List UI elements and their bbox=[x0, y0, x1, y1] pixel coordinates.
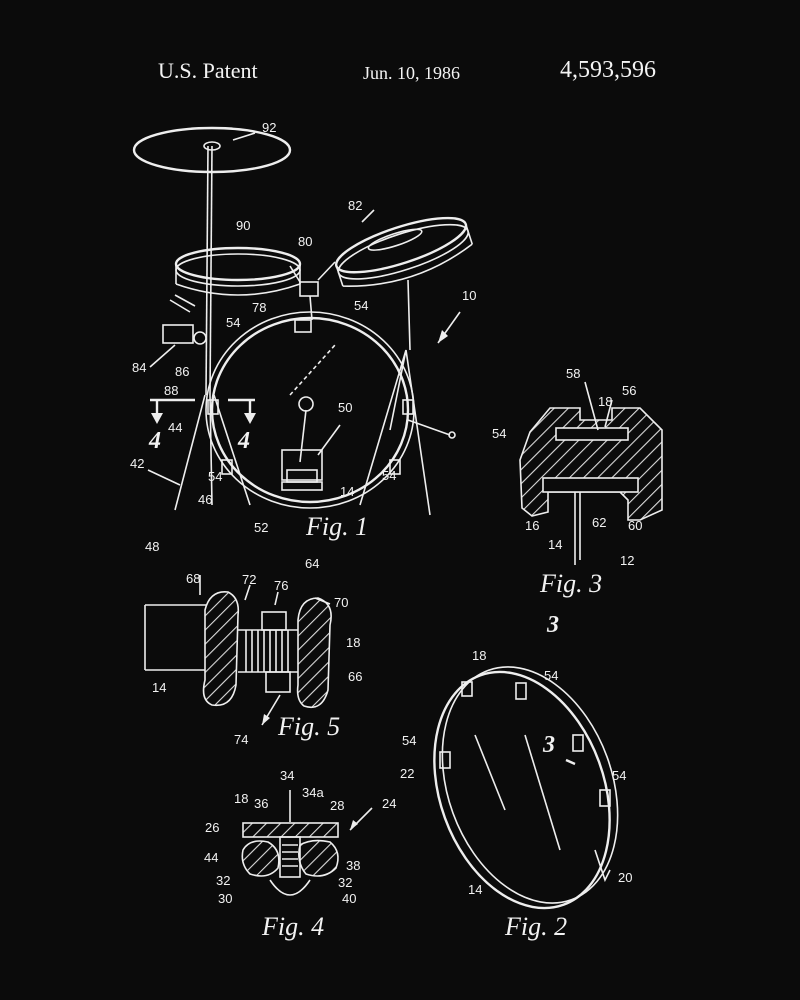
ref-46: 46 bbox=[198, 492, 212, 507]
ref-22: 22 bbox=[400, 766, 414, 781]
ref-20: 20 bbox=[618, 870, 632, 885]
ref-54-left: 54 bbox=[226, 315, 240, 330]
ref-54-bottom-right: 54 bbox=[382, 468, 396, 483]
fig2-drumhead bbox=[433, 666, 619, 910]
ref-82: 82 bbox=[348, 198, 362, 213]
ref-50: 50 bbox=[338, 400, 352, 415]
ref-62: 62 bbox=[592, 515, 606, 530]
fig3-section bbox=[519, 381, 663, 565]
ref-54-top: 54 bbox=[354, 298, 368, 313]
ref-58: 58 bbox=[566, 366, 580, 381]
ref-36: 36 bbox=[254, 796, 268, 811]
ref-54-bottom-left: 54 bbox=[208, 469, 222, 484]
ref-18-fig5: 18 bbox=[346, 635, 360, 650]
ref-54-fig2-right: 54 bbox=[612, 768, 626, 783]
ref-66: 66 bbox=[348, 669, 362, 684]
ref-38: 38 bbox=[346, 858, 360, 873]
ref-88: 88 bbox=[164, 383, 178, 398]
ref-54-fig2-top: 54 bbox=[544, 668, 558, 683]
section-marker-4-right: 4 bbox=[237, 428, 250, 454]
fig1-drumkit bbox=[132, 126, 473, 516]
ref-86: 86 bbox=[175, 364, 189, 379]
ref-10: 10 bbox=[462, 288, 476, 303]
ref-18-fig3: 18 bbox=[598, 394, 612, 409]
fig4-caption: Fig. 4 bbox=[261, 912, 324, 941]
ref-24: 24 bbox=[382, 796, 396, 811]
ref-18-fig4: 18 bbox=[234, 791, 248, 806]
ref-68: 68 bbox=[186, 571, 200, 586]
ref-56: 56 bbox=[622, 383, 636, 398]
fig4-section bbox=[241, 790, 373, 896]
ref-32-right: 32 bbox=[338, 875, 352, 890]
patent-number: 4,593,596 bbox=[560, 57, 656, 83]
ref-14-fig3: 14 bbox=[548, 537, 562, 552]
fig5-caption: Fig. 5 bbox=[277, 712, 340, 741]
ref-74: 74 bbox=[234, 732, 248, 747]
ref-48: 48 bbox=[145, 539, 159, 554]
ref-72: 72 bbox=[242, 572, 256, 587]
patent-date: Jun. 10, 1986 bbox=[363, 63, 461, 83]
ref-60: 60 bbox=[628, 518, 642, 533]
ref-14-fig5: 14 bbox=[152, 680, 166, 695]
ref-54-fig3: 54 bbox=[492, 426, 506, 441]
ref-92: 92 bbox=[262, 120, 276, 135]
ref-44: 44 bbox=[168, 420, 182, 435]
ref-52: 52 bbox=[254, 520, 268, 535]
fig2-caption: Fig. 2 bbox=[504, 912, 567, 941]
ref-32-left: 32 bbox=[216, 873, 230, 888]
fig3-caption: Fig. 3 bbox=[539, 569, 602, 598]
ref-42: 42 bbox=[130, 456, 144, 471]
ref-76: 76 bbox=[274, 578, 288, 593]
section-marker-3-fig2: 3 bbox=[542, 732, 555, 758]
ref-26: 26 bbox=[205, 820, 219, 835]
ref-90: 90 bbox=[236, 218, 250, 233]
ref-70: 70 bbox=[334, 595, 348, 610]
ref-12: 12 bbox=[620, 553, 634, 568]
ref-64: 64 bbox=[305, 556, 319, 571]
ref-80: 80 bbox=[298, 234, 312, 249]
ref-34: 34 bbox=[280, 768, 294, 783]
ref-84: 84 bbox=[132, 360, 146, 375]
ref-28: 28 bbox=[330, 798, 344, 813]
section-marker-3-top: 3 bbox=[546, 612, 559, 638]
ref-78: 78 bbox=[252, 300, 266, 315]
ref-14-fig1: 14 bbox=[340, 484, 354, 499]
ref-16: 16 bbox=[525, 518, 539, 533]
ref-34a: 34a bbox=[302, 785, 324, 800]
fig5-section bbox=[144, 575, 332, 726]
section-marker-4-left: 4 bbox=[148, 428, 161, 454]
fig1-caption: Fig. 1 bbox=[305, 512, 368, 541]
ref-40: 40 bbox=[342, 891, 356, 906]
ref-30: 30 bbox=[218, 891, 232, 906]
ref-44-fig4: 44 bbox=[204, 850, 218, 865]
ref-18-fig2: 18 bbox=[472, 648, 486, 663]
ref-14-fig2: 14 bbox=[468, 882, 482, 897]
patent-label: U.S. Patent bbox=[158, 58, 258, 83]
ref-54-fig2-left: 54 bbox=[402, 733, 416, 748]
